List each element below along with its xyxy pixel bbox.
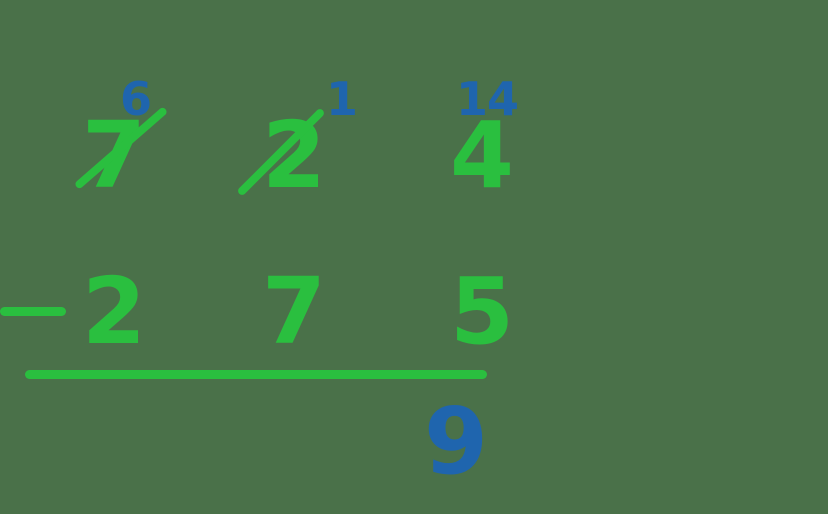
regroup-mark-tens: 1 [326, 72, 358, 126]
regroup-mark-ones: 14 [456, 72, 519, 126]
regroup-mark-hundreds: 6 [120, 72, 152, 126]
answer-separator-rule [25, 370, 487, 379]
subtrahend-digit-hundreds: 2 [82, 258, 147, 365]
minus-operator-icon [0, 307, 66, 316]
subtrahend-digit-tens: 7 [262, 258, 327, 365]
answer-digit-ones: 9 [424, 388, 489, 495]
subtrahend-digit-ones: 5 [450, 258, 515, 365]
minuend-digit-ones: 4 [450, 102, 515, 209]
